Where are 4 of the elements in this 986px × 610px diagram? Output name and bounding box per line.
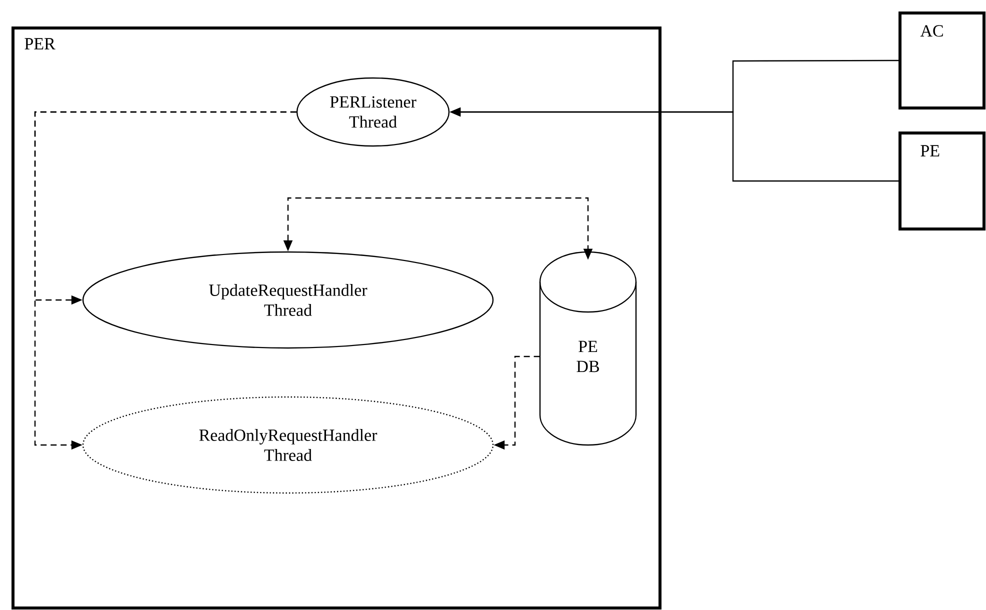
node-label: PE DB bbox=[576, 340, 599, 372]
database-cylinder: PE DB bbox=[539, 251, 637, 446]
process-box: PE bbox=[898, 132, 986, 230]
process-box: AC bbox=[898, 12, 986, 110]
